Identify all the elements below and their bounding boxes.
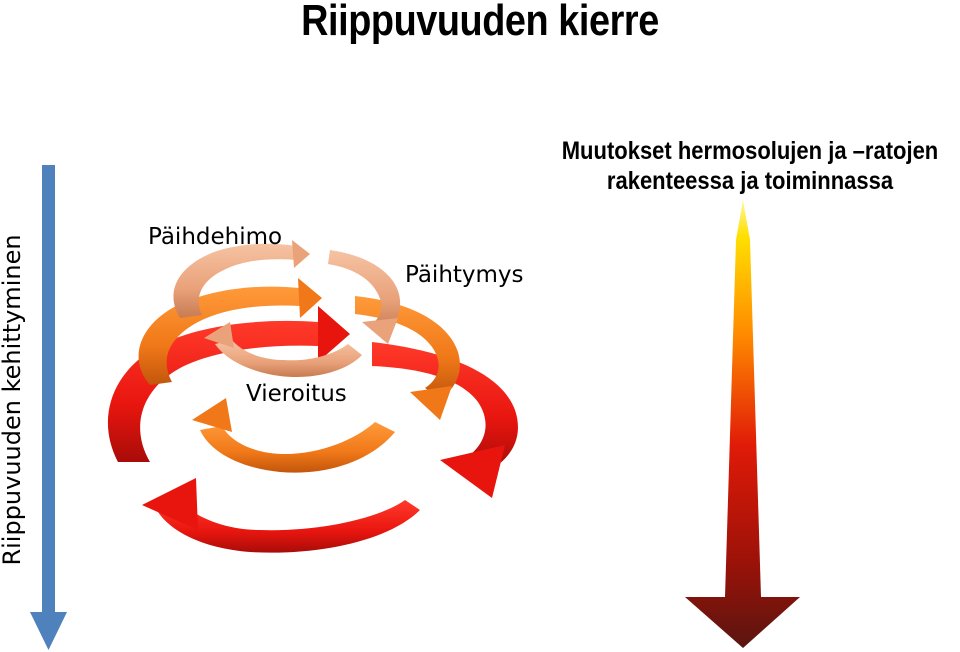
inner-arc-top-left (173, 243, 296, 318)
inner-arc-bottom (215, 340, 362, 378)
blue-arrow-shaft (42, 165, 55, 615)
label-withdrawal: Vieroitus (246, 381, 347, 407)
inner-arrowhead-1 (292, 240, 310, 268)
inner-arc-right (328, 250, 401, 332)
inner-arrowhead-3 (204, 322, 234, 348)
outer-arc-right (372, 342, 518, 470)
middle-arc-right (355, 296, 460, 398)
page-title: Riippuvuuden kierre (301, 0, 659, 45)
middle-arrowhead-2 (410, 386, 452, 420)
outer-arc-bottom (158, 500, 420, 553)
label-intoxication: Päihtymys (405, 262, 524, 288)
middle-arrowhead-3 (192, 398, 232, 432)
neural-change-caption: Muutokset hermosolujen ja –ratojen raken… (548, 136, 953, 196)
inner-peach-cycle (173, 240, 401, 378)
middle-arc-bottom (200, 422, 395, 473)
caption-line-1: Muutokset hermosolujen ja –ratojen (561, 137, 939, 165)
inner-arrowhead-2 (362, 318, 398, 344)
dependency-down-arrow (30, 165, 67, 650)
blue-arrow-head (30, 612, 67, 650)
label-craving: Päihdehimo (148, 224, 283, 250)
gradient-arrow (685, 200, 800, 648)
outer-arrowhead-2 (440, 445, 505, 498)
neural-change-arrow (685, 200, 800, 648)
outer-arrowhead-3 (142, 478, 198, 530)
middle-arrowhead-1 (298, 278, 322, 318)
caption-line-2: rakenteessa ja toiminnassa (606, 167, 894, 195)
outer-arrowhead-1 (318, 306, 350, 362)
